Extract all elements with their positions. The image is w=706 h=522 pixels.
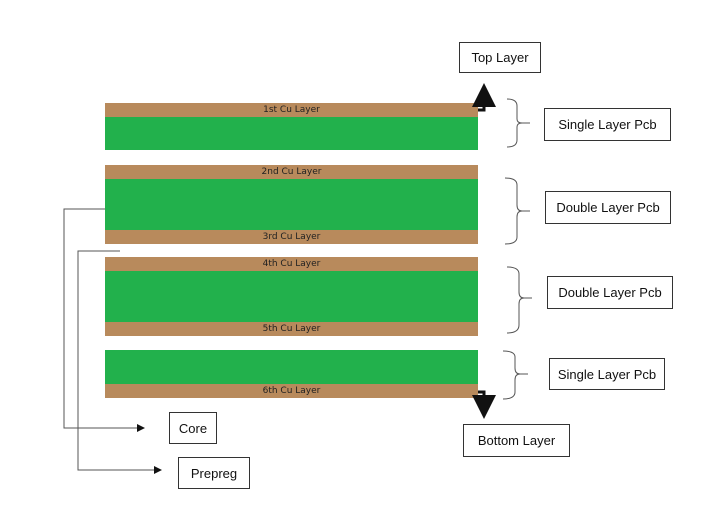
- substrate-3: [105, 271, 478, 322]
- substrate-2: [105, 179, 478, 230]
- core-label: Core: [169, 412, 217, 444]
- single-layer-pcb-label-1: Single Layer Pcb: [544, 108, 671, 141]
- double-layer-pcb-label-2: Double Layer Pcb: [547, 276, 673, 309]
- bottom-layer-arrow: [472, 390, 496, 419]
- bottom-layer-label: Bottom Layer: [463, 424, 570, 457]
- cu-layer-5: 5th Cu Layer: [105, 322, 478, 336]
- prepreg-label: Prepreg: [178, 457, 250, 489]
- top-layer-arrow: [472, 83, 496, 112]
- cu-layer-3: 3rd Cu Layer: [105, 230, 478, 244]
- brace-3: [506, 266, 525, 334]
- substrate-4: [105, 350, 478, 384]
- cu-layer-6: 6th Cu Layer: [105, 384, 478, 398]
- top-layer-label: Top Layer: [459, 42, 541, 73]
- single-layer-pcb-label-2: Single Layer Pcb: [549, 358, 665, 390]
- cu-layer-2: 2nd Cu Layer: [105, 165, 478, 179]
- core-leader: [63, 208, 145, 432]
- prepreg-leader: [77, 250, 162, 474]
- brace-2: [504, 177, 523, 245]
- cu-layer-4: 4th Cu Layer: [105, 257, 478, 271]
- substrate-1: [105, 117, 478, 150]
- brace-1: [506, 98, 523, 148]
- cu-layer-1: 1st Cu Layer: [105, 103, 478, 117]
- double-layer-pcb-label-1: Double Layer Pcb: [545, 191, 671, 224]
- brace-4: [502, 350, 521, 400]
